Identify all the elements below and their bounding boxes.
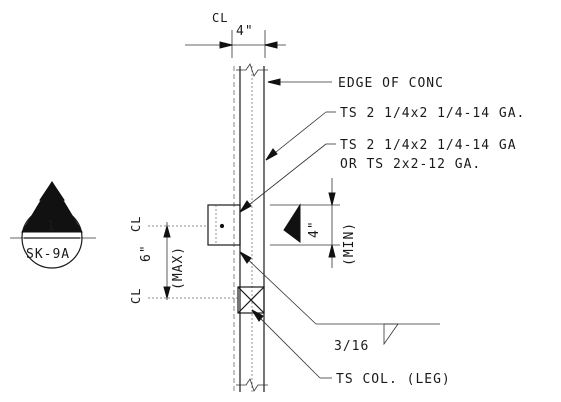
stub-weld-flag — [283, 203, 301, 243]
max-dimension: 6" (MAX) — [139, 222, 186, 300]
ts-stub — [207, 204, 241, 246]
ts-column — [233, 63, 268, 392]
x-box — [237, 286, 265, 314]
label-ts-mid-1: TS 2 1/4x2 1/4-14 GA — [340, 138, 517, 153]
min-label: (MIN) — [342, 222, 357, 266]
min-dim-text: 4" — [307, 220, 322, 238]
svg-text:CL: CL — [129, 216, 143, 232]
min-dimension: 4" (MIN) — [270, 178, 357, 268]
top-dim-text: 4" — [236, 24, 254, 39]
leader-ts-mid: TS 2 1/4x2 1/4-14 GA OR TS 2x2-12 GA. — [239, 138, 517, 213]
label-edge: EDGE OF CONC — [338, 76, 444, 91]
max-dim-text: 6" — [139, 244, 154, 262]
leader-weld: 3/16 — [239, 251, 440, 354]
label-ts-mid-2: OR TS 2x2-12 GA. — [340, 157, 481, 172]
callout-number: 1 — [47, 219, 56, 234]
centerline-symbol-top: CL — [212, 11, 228, 25]
svg-text:CL: CL — [212, 11, 228, 25]
leader-ts-top: TS 2 1/4x2 1/4-14 GA. — [265, 106, 525, 161]
callout-sheet: SK-9A — [26, 247, 70, 262]
svg-text:CL: CL — [129, 288, 143, 304]
centerline-left: CL CL — [129, 216, 238, 304]
section-callout: 1 SK-9A — [10, 181, 96, 269]
label-weld: 3/16 — [334, 339, 369, 354]
leader-col: TS COL. (LEG) — [251, 309, 451, 387]
leader-edge: EDGE OF CONC — [267, 76, 444, 91]
top-dimension: 4" CL — [185, 11, 286, 58]
label-col: TS COL. (LEG) — [336, 372, 451, 387]
label-ts-top: TS 2 1/4x2 1/4-14 GA. — [340, 106, 525, 121]
max-label: (MAX) — [171, 246, 186, 290]
